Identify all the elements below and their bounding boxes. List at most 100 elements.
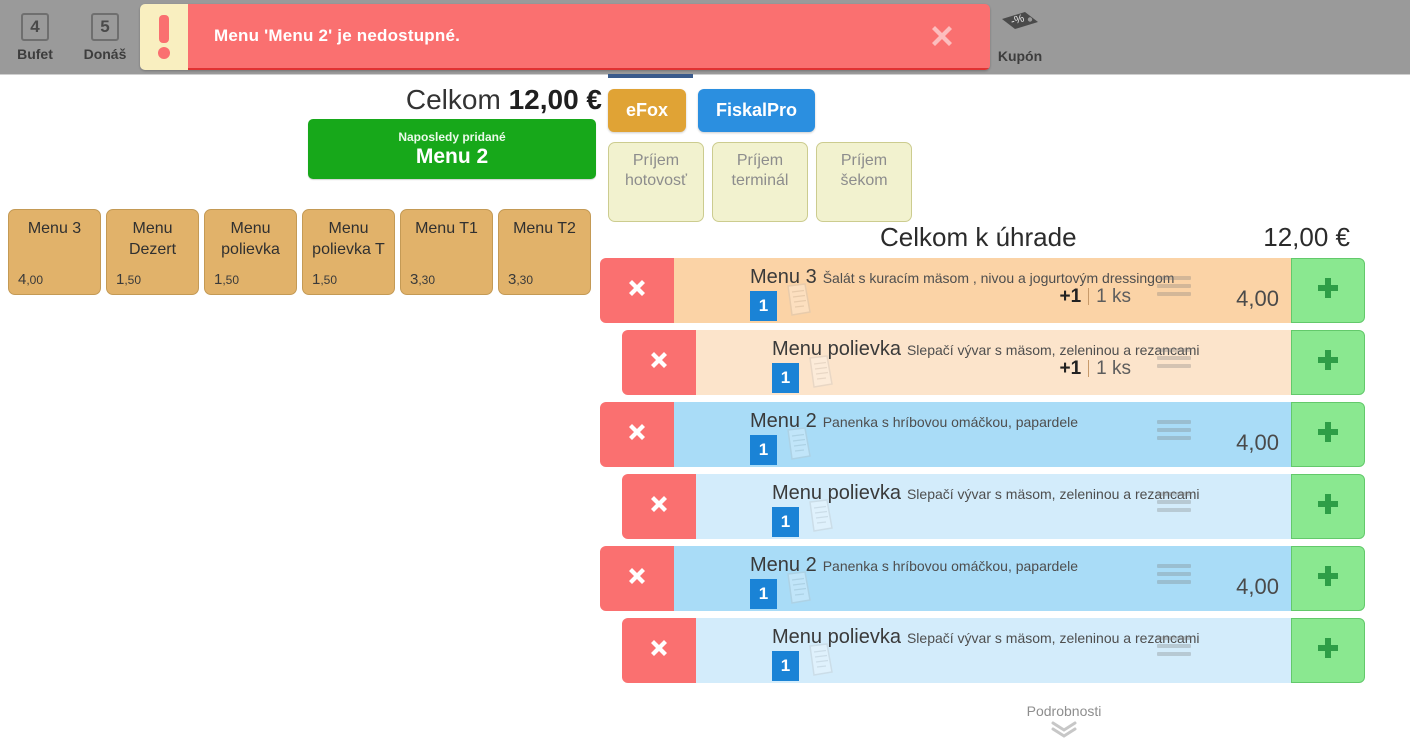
order-row-quantity-units: 1 ks (1096, 286, 1131, 307)
menu-key-price-int: 3 (508, 271, 517, 288)
plus-icon (1315, 563, 1341, 594)
total-value: 12,00 € (508, 84, 602, 115)
note-icon[interactable] (806, 354, 836, 395)
menu-key[interactable]: Menu T2 3,30 (498, 209, 591, 295)
menu-key-price-int: 1 (116, 271, 125, 288)
payment-button-2[interactable]: Príjem terminál (712, 142, 808, 222)
order-row-menu-icon[interactable] (1157, 636, 1191, 656)
plus-icon (1315, 419, 1341, 450)
payment-tab-efox[interactable]: eFox (608, 89, 687, 132)
order-row-add-button[interactable] (1291, 474, 1365, 539)
close-icon (622, 273, 652, 308)
order-row-add-button[interactable] (1291, 258, 1365, 323)
order-row-quantity-badge[interactable]: 1 (750, 291, 777, 321)
order-row-menu-icon[interactable] (1157, 420, 1191, 440)
order-row-price: 4,00 (1236, 574, 1279, 599)
payment-button-line2: hotovosť (624, 172, 688, 189)
order-row-quantity-badge[interactable]: 1 (772, 651, 799, 681)
menu-key-name: Menu T2 (513, 220, 576, 237)
top-tab-label: Donáš (83, 45, 127, 62)
last-added-panel[interactable]: Naposledy pridané Menu 2 (308, 119, 596, 179)
coupon-label: Kupón (997, 48, 1043, 64)
order-row-menu-icon[interactable] (1157, 564, 1191, 584)
top-tab-number: 4 (21, 12, 49, 41)
menu-key[interactable]: Menu 3 4,00 (8, 209, 101, 295)
menu-key-price: 3,30 (410, 271, 435, 288)
order-row-menu-icon[interactable] (1157, 492, 1191, 512)
order-row-menu-icon[interactable] (1157, 276, 1191, 296)
order-row-delete-button[interactable] (600, 546, 674, 611)
note-icon[interactable] (784, 282, 814, 323)
order-row-delete-button[interactable] (600, 402, 674, 467)
order-row-quantity-badge[interactable]: 1 (772, 507, 799, 537)
order-row-quantity-badge[interactable]: 1 (750, 579, 777, 609)
order-row-menu-icon[interactable] (1157, 348, 1191, 368)
close-icon (644, 489, 674, 524)
note-icon[interactable] (784, 570, 814, 611)
order-row-delete-button[interactable] (622, 330, 696, 395)
order-row-add-button[interactable] (1291, 330, 1365, 395)
payment-button-line1: Príjem (736, 152, 784, 169)
menu-key-name: Menu 3 (27, 220, 82, 237)
menu-key-name: Menu T1 (415, 220, 478, 237)
order-row-delete-button[interactable] (622, 618, 696, 683)
payment-button-line2: terminál (731, 172, 789, 189)
total-summary: Celkom 12,00 € (330, 84, 602, 116)
note-icon[interactable] (784, 426, 814, 467)
details-toggle[interactable]: Podrobnosti (1000, 703, 1128, 744)
order-row-delete-button[interactable] (600, 258, 674, 323)
menu-key[interactable]: Menu T1 3,30 (400, 209, 493, 295)
menu-key-price: 3,30 (508, 271, 533, 288)
close-icon (622, 561, 652, 596)
order-row-add-button[interactable] (1291, 402, 1365, 467)
menu-key-price: 4,00 (18, 271, 43, 288)
note-icon[interactable] (806, 642, 836, 683)
close-icon (622, 417, 652, 452)
order-row-quantity-increment: +1 (1059, 358, 1082, 379)
order-row-price: 4,00 (1236, 430, 1279, 455)
amount-due: Celkom k úhrade 12,00 € (880, 222, 1350, 253)
order-row-quantity-increment: +1 (1059, 286, 1082, 307)
order-row-add-button[interactable] (1291, 546, 1365, 611)
coupon-button[interactable]: -% Kupón (980, 0, 1060, 74)
payment-tab-fiskalpro[interactable]: FiskalPro (698, 89, 816, 132)
order-row-quantity-badge[interactable]: 1 (750, 435, 777, 465)
note-icon[interactable] (806, 498, 836, 539)
order-row-add-button[interactable] (1291, 618, 1365, 683)
payment-button-label: Príjem terminál (732, 151, 789, 191)
order-row-quantity-text[interactable]: +1 1 ks (1059, 286, 1131, 308)
plus-icon (1315, 347, 1341, 378)
payment-provider-tabs: eFox FiskalPro (608, 89, 816, 132)
double-chevron-down-icon (1000, 721, 1128, 744)
exclamation-icon (140, 4, 188, 70)
order-row-title: Menu polievka (772, 626, 901, 648)
close-icon[interactable] (922, 16, 962, 56)
order-row-quantity-badge[interactable]: 1 (772, 363, 799, 393)
order-row-delete-button[interactable] (622, 474, 696, 539)
